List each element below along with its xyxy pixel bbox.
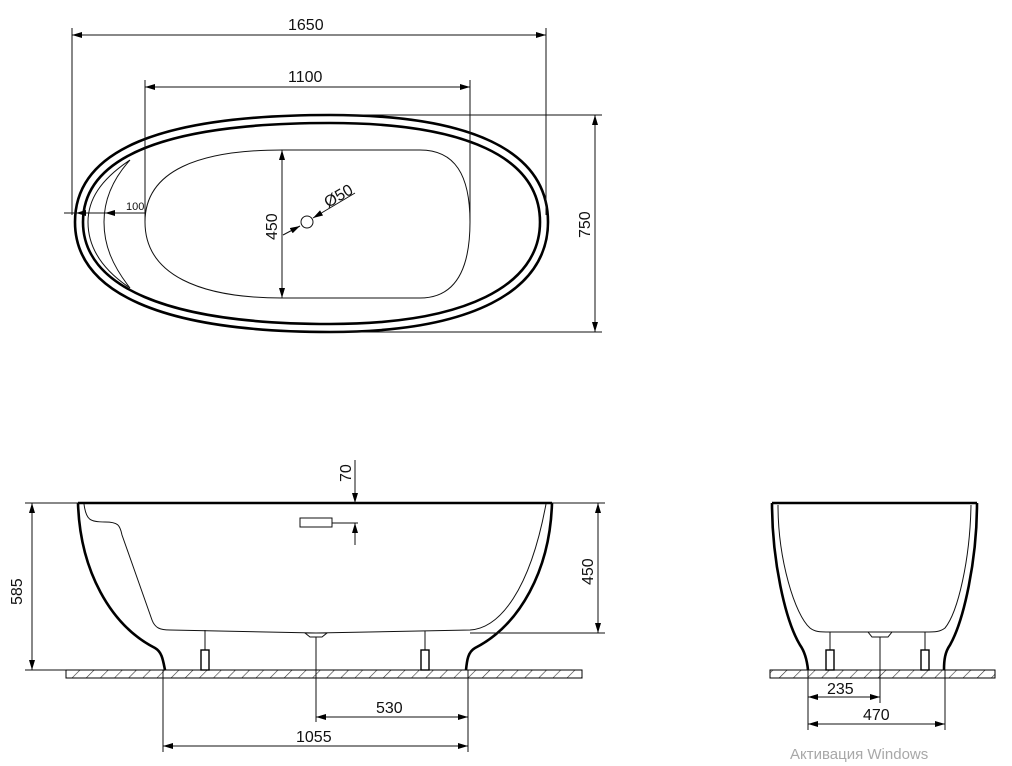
dim-750: 750 [577,211,594,238]
dim-450-side: 450 [580,558,597,585]
dim-235: 235 [827,681,854,698]
dim-drain-diameter: Ø50 [322,182,357,212]
drain-circle [300,215,314,229]
activation-watermark: Активация Windows [790,746,929,763]
floor-hatch-end [769,669,996,679]
dim-585: 585 [9,578,26,605]
tub-side-left [76,502,167,671]
overflow [299,517,333,528]
tub-side-right [464,502,554,671]
dim-1055: 1055 [296,729,332,746]
tub-end-left [770,502,810,671]
top-view: 1650 1100 750 450 Ø50 100 [64,17,602,334]
dim-1650: 1650 [288,17,324,34]
tub-end-inner-profile [777,504,972,633]
leg-end-left [825,632,835,671]
side-view: 585 450 70 530 1055 [9,460,605,752]
leg-end-right [920,632,930,671]
dim-drain-leader-2 [312,192,356,219]
dim-530: 530 [376,700,403,717]
drain-end [866,631,894,638]
end-view: 235 470 [769,501,996,730]
headrest [87,159,131,289]
dim-100: 100 [126,201,144,213]
dim-70: 70 [338,464,355,482]
dim-drain-leader-1 [282,225,301,236]
dim-450-top: 450 [264,213,281,240]
tub-inner-profile [83,503,547,634]
tub-bowl [144,149,471,299]
dim-1100: 1100 [288,69,323,86]
dim-470: 470 [863,707,890,724]
tub-outer-rim [73,113,550,334]
floor-hatch [65,669,583,679]
drain [303,632,329,638]
tub-inner-rim [81,121,542,326]
tub-end-right [942,502,979,671]
leg-left [200,630,210,671]
leg-right [420,631,430,671]
